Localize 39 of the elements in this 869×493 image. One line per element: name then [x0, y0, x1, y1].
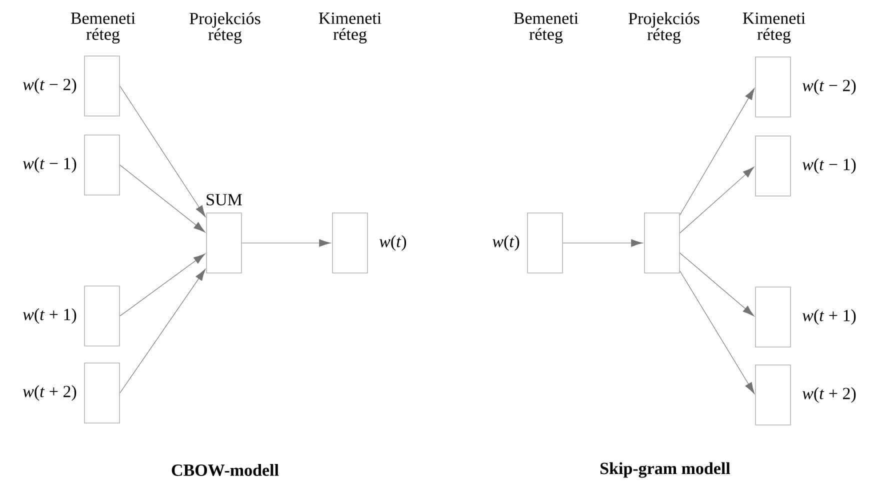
layer-heading: Projekciós réteg	[190, 12, 260, 44]
layer-box	[206, 212, 242, 274]
word-label: w(t − 2)	[802, 79, 856, 95]
arrow	[680, 252, 754, 316]
model-caption: Skip-gram modell	[600, 462, 730, 478]
layer-box	[755, 364, 791, 426]
layer-box	[84, 286, 120, 346]
model-caption: CBOW-modell	[172, 464, 279, 476]
arrow	[120, 86, 206, 218]
word-label: w(t)	[380, 235, 406, 251]
arrow	[120, 254, 206, 316]
layer-box	[84, 362, 120, 424]
arrow	[562, 239, 643, 247]
layer-box	[84, 56, 120, 116]
word-label: w(t + 1)	[802, 309, 856, 325]
arrow	[120, 268, 206, 394]
layer-box	[332, 212, 368, 274]
arrow	[680, 88, 755, 216]
word-label: w(t + 2)	[23, 385, 76, 401]
layer-box	[644, 212, 680, 274]
word-label: w(t − 1)	[802, 158, 856, 174]
layer-heading: Projekciós réteg	[628, 12, 700, 44]
word-label: w(t + 2)	[802, 387, 856, 403]
arrow	[120, 164, 206, 232]
layer-box	[755, 136, 791, 196]
word-label: w(t − 2)	[23, 78, 76, 94]
arrow	[680, 166, 754, 234]
layer-heading: Kimeneti réteg	[318, 12, 382, 44]
word-label: SUM	[206, 194, 242, 206]
layer-box	[755, 56, 791, 118]
arrow	[680, 270, 755, 394]
layer-heading: Bemeneti réteg	[514, 12, 578, 44]
word-label: w(t + 1)	[23, 308, 76, 324]
layer-box	[84, 134, 120, 196]
arrow	[242, 239, 331, 247]
word-label: w(t − 1)	[23, 157, 76, 173]
layer-box	[527, 212, 563, 274]
word-label: w(t)	[492, 235, 520, 251]
layer-box	[755, 286, 791, 348]
